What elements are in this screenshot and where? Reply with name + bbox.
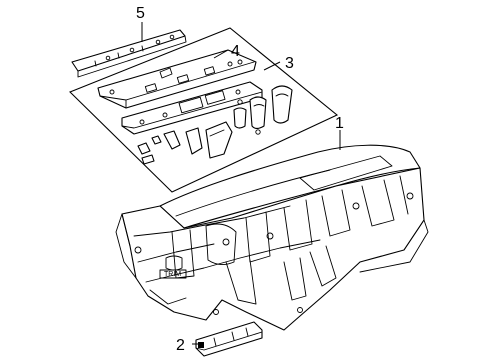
trim-embossed-label: TRIM: [164, 271, 181, 278]
lower-bracket-2: [195, 321, 263, 357]
callout-1: 1: [335, 115, 344, 132]
callout-2: 2: [176, 337, 185, 354]
leader-4: [213, 49, 229, 59]
bracket-tab: [198, 342, 204, 348]
reinforcement-bar-5: [71, 29, 187, 78]
instrument-panel-frame-1: [115, 144, 429, 331]
callout-5: 5: [136, 5, 145, 22]
callout-3: 3: [285, 55, 294, 72]
small-brackets: [137, 85, 293, 165]
leader-3: [263, 61, 281, 71]
callout-4: 4: [231, 43, 240, 60]
